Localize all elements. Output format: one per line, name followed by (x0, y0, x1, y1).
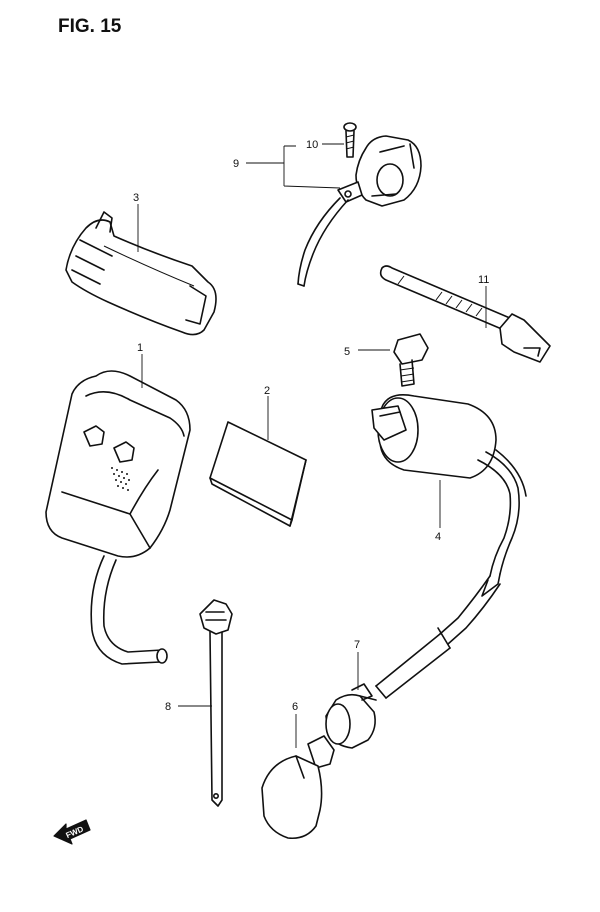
callout-1: 1 (137, 342, 143, 354)
callout-3: 3 (133, 192, 139, 204)
forward-label: FWD (64, 824, 85, 840)
pad (209, 421, 307, 527)
grommet (325, 683, 377, 749)
switch-clamp-assembly (297, 122, 422, 287)
callout-8: 8 (165, 701, 171, 713)
ignition-coil (371, 394, 527, 699)
callout-4: 4 (435, 531, 441, 543)
rubber-strap (65, 211, 217, 336)
bolt (393, 333, 429, 387)
cable-tie-8 (199, 599, 233, 807)
callout-10: 10 (306, 139, 318, 151)
cdi-unit (45, 370, 191, 665)
callout-9: 9 (233, 158, 239, 170)
callout-2: 2 (264, 385, 270, 397)
spark-plug-cap (261, 735, 335, 840)
callout-5: 5 (344, 346, 350, 358)
callout-6: 6 (292, 701, 298, 713)
callout-11: 11 (478, 274, 489, 286)
cable-tie-11 (379, 265, 551, 363)
callout-7: 7 (354, 639, 360, 651)
forward-arrow-icon (53, 819, 91, 845)
figure-title: FIG. 15 (58, 16, 122, 37)
